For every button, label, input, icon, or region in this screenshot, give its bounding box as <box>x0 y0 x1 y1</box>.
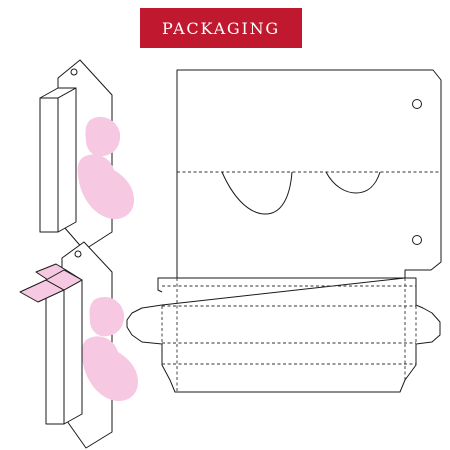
dieline <box>126 69 442 393</box>
title-banner: PACKAGING <box>140 8 302 48</box>
hang-hole-lower <box>74 250 82 258</box>
box-3d-lower <box>19 241 138 449</box>
dieline-hole-bottom <box>412 235 422 245</box>
hang-hole-upper <box>70 68 78 76</box>
pink-shape-small-upper <box>85 116 121 157</box>
box-side-upper <box>57 87 77 233</box>
fold-lines <box>161 171 441 392</box>
box-side-lower <box>63 279 83 425</box>
dieline-hanger-panel <box>176 69 442 279</box>
pink-flap-top <box>45 269 83 291</box>
pink-flap-back <box>35 263 67 281</box>
dieline-top-tab-left <box>157 277 163 293</box>
hook-cutout-left <box>221 171 293 215</box>
dieline-body <box>126 277 441 393</box>
pink-shape-large-upper <box>77 154 134 220</box>
box-front-upper <box>39 97 59 233</box>
hook-cutouts <box>221 171 381 215</box>
hook-cutout-right <box>325 171 381 194</box>
box-3d-upper <box>39 59 134 251</box>
box-front-lower <box>45 289 65 425</box>
title-text: PACKAGING <box>161 18 281 38</box>
dieline-hole-top <box>412 99 422 109</box>
pink-shape-small-lower <box>89 296 125 337</box>
pink-shape-large-lower <box>81 336 138 402</box>
